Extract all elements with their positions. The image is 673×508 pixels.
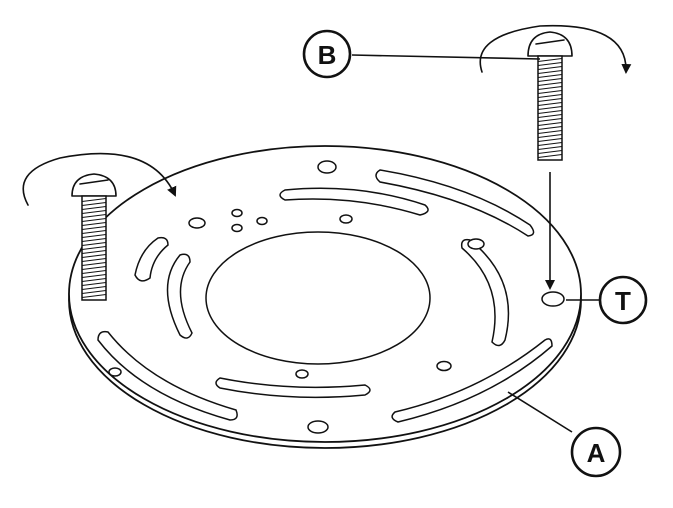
bolt-thread [537, 113, 563, 119]
bolt-thread [81, 221, 107, 227]
bolt-thread [537, 149, 563, 155]
bolt-thread [81, 293, 107, 299]
plate-slot [97, 330, 238, 421]
plate-slot [375, 169, 535, 237]
bolt-thread [81, 213, 107, 219]
bolt-thread [81, 233, 107, 239]
plate-slot [166, 253, 193, 339]
plate-hole [295, 369, 309, 379]
bolt-thread [81, 281, 107, 287]
plate-slot [134, 236, 169, 282]
callout-plate-label: A [587, 438, 606, 468]
callout-hole-label: T [615, 286, 631, 316]
callout-plate: A [570, 426, 622, 478]
bolt-thread [81, 277, 107, 283]
plate-slot [279, 187, 429, 216]
rotation-arrow-right [479, 24, 632, 74]
plate-hole [436, 360, 452, 372]
bolt-thread [537, 137, 563, 143]
bolt-thread [81, 225, 107, 231]
bolt-thread [81, 229, 107, 235]
plate-slot [391, 338, 553, 423]
plate-hole [231, 223, 243, 233]
callout-bolt-label: B [318, 40, 337, 70]
rotation-arrow-left [22, 152, 177, 206]
bolt-thread [537, 81, 563, 87]
bolt-thread [537, 101, 563, 107]
plate-slot [215, 377, 371, 399]
callout-hole: T [598, 275, 648, 325]
bolt-thread [537, 129, 563, 135]
bolt-thread [537, 69, 563, 75]
bolt-thread [81, 197, 107, 203]
center-opening [205, 231, 431, 365]
bolt-thread [81, 237, 107, 243]
bolt-thread [537, 89, 563, 95]
callout-bolt: B [302, 29, 352, 79]
callout-leader-plate [507, 391, 573, 433]
bolt-thread [81, 253, 107, 259]
plate-hole [108, 367, 122, 377]
plate-hole [339, 214, 353, 224]
plate-hole [231, 208, 243, 218]
bolt-thread [81, 217, 107, 223]
bolt-thread [537, 121, 563, 127]
target-hole [541, 291, 565, 307]
bolt-thread [81, 285, 107, 291]
bolt-thread [537, 93, 563, 99]
bolt-thread [537, 153, 563, 159]
bolt-thread [81, 273, 107, 279]
bolt-thread [81, 201, 107, 207]
bolt-thread [537, 61, 563, 67]
left-bolt [71, 173, 117, 301]
bolt-thread [537, 73, 563, 79]
bolt-thread [537, 117, 563, 123]
plate-hole [256, 216, 268, 226]
bolt-thread [537, 125, 563, 131]
bolt-thread [537, 133, 563, 139]
bolt-thread [81, 269, 107, 275]
bolt-thread [81, 249, 107, 255]
bolt-thread [81, 245, 107, 251]
plate-hole [467, 238, 485, 250]
bolt-thread [537, 145, 563, 151]
plate-slot [460, 238, 510, 347]
plate-hole [188, 217, 206, 229]
bolt-thread [537, 65, 563, 71]
bolt-thread [537, 57, 563, 63]
bolt-thread [537, 109, 563, 115]
plate-hole [317, 160, 337, 174]
bolt-thread [81, 289, 107, 295]
bolt-thread [81, 209, 107, 215]
bolt-thread [81, 257, 107, 263]
bolt-thread [81, 265, 107, 271]
bolt-thread [81, 205, 107, 211]
bolt [527, 31, 573, 161]
plate-hole [307, 420, 329, 434]
callout-leader-bolt [351, 54, 541, 60]
bolt-thread [537, 105, 563, 111]
mounting-plate [68, 145, 582, 449]
bolt-thread [81, 261, 107, 267]
bolt-thread [537, 85, 563, 91]
bolt-thread [537, 141, 563, 147]
bolt-thread [537, 97, 563, 103]
bolt-thread [537, 77, 563, 83]
bolt-thread [81, 241, 107, 247]
